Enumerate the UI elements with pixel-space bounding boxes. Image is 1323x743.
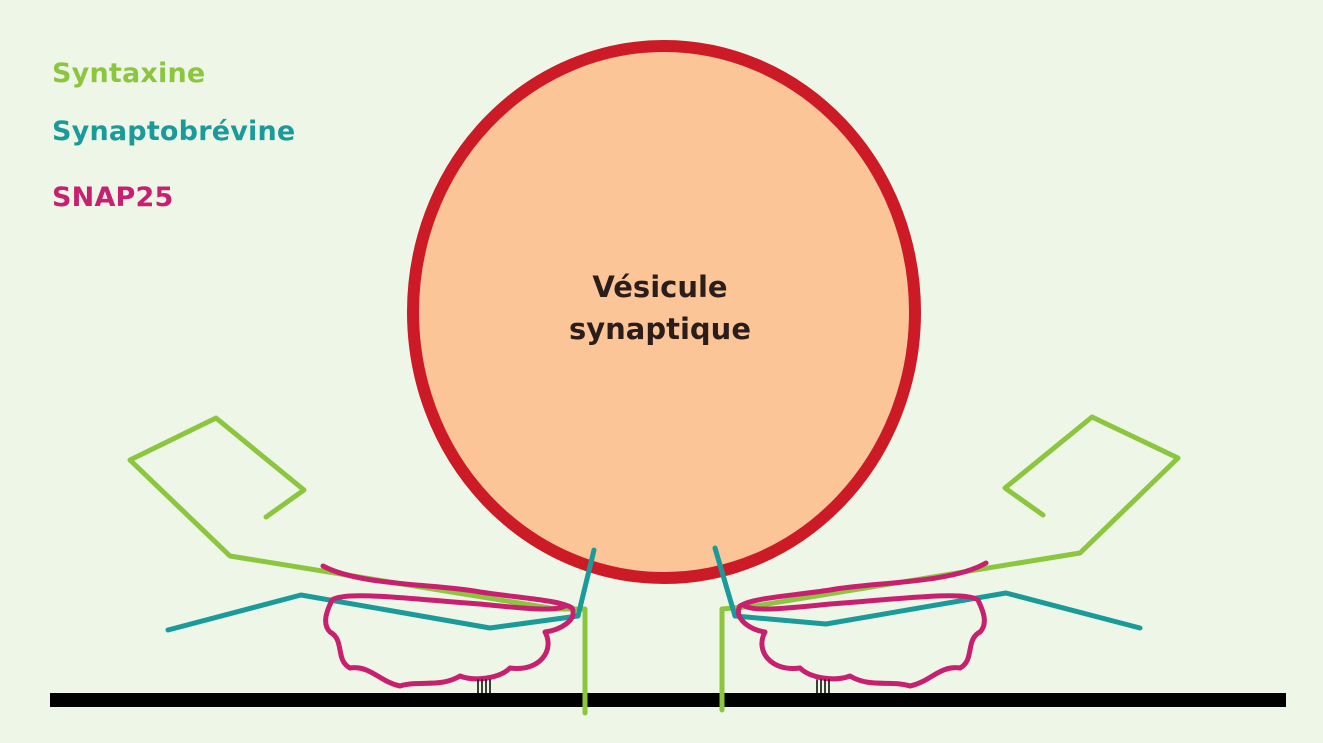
synaptic-vesicle bbox=[407, 40, 921, 584]
syntaxine-right bbox=[719, 414, 1181, 713]
anchor-left bbox=[477, 679, 491, 695]
legend-snap25: SNAP25 bbox=[52, 182, 174, 213]
vesicle-label-line2: synaptique bbox=[568, 312, 751, 346]
snare-complex-left bbox=[127, 415, 597, 716]
synaptobrevine-right bbox=[712, 545, 1143, 631]
vesicle-label-line1: Vésicule bbox=[592, 270, 728, 304]
synaptobrevine-left bbox=[165, 547, 597, 633]
plasma-membrane bbox=[50, 693, 1286, 707]
snare-complex-right bbox=[712, 414, 1181, 713]
snap25-left bbox=[320, 563, 576, 689]
legend-synaptobrevine: Synaptobrévine bbox=[52, 116, 296, 147]
snap25-right bbox=[735, 560, 989, 689]
legend-syntaxine: Syntaxine bbox=[52, 58, 206, 89]
anchor-right bbox=[816, 679, 830, 695]
